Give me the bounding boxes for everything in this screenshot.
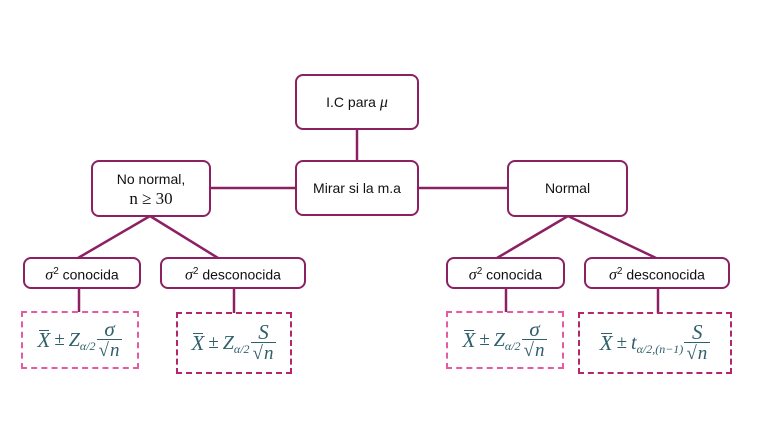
sigma-symbol: σ bbox=[185, 266, 193, 284]
sigma-symbol: σ bbox=[609, 266, 617, 284]
leaf-label: desconocida bbox=[622, 266, 705, 283]
radical: √ bbox=[686, 343, 697, 364]
subscript: α/2,(n−1) bbox=[636, 341, 684, 356]
x-bar: X bbox=[38, 328, 51, 353]
right-label: Normal bbox=[544, 180, 591, 196]
n-symbol: n bbox=[262, 342, 275, 364]
denominator: √n bbox=[684, 342, 711, 364]
mu-symbol: μ bbox=[379, 93, 388, 111]
fraction: S √n bbox=[250, 320, 277, 364]
formula-box-3: X ± Z α/2 σ √n bbox=[446, 311, 564, 369]
fraction: σ √n bbox=[96, 317, 123, 361]
subscript: α/2 bbox=[233, 341, 250, 356]
numerator: σ bbox=[104, 317, 115, 341]
leaf-node-1: σ2 conocida bbox=[23, 257, 141, 289]
statistic: Z bbox=[68, 328, 80, 351]
radical: √ bbox=[523, 340, 534, 361]
denominator: √n bbox=[521, 339, 548, 361]
left-branch-line-b bbox=[149, 214, 219, 260]
plus-minus: ± bbox=[616, 332, 628, 353]
numerator: S bbox=[258, 320, 269, 344]
formula-box-4: X ± t α/2,(n−1) S √n bbox=[578, 312, 732, 374]
radical: √ bbox=[98, 340, 109, 361]
x-symbol: X bbox=[462, 327, 476, 352]
leaf-text-4: σ2 desconocida bbox=[609, 262, 705, 285]
n-symbol: n bbox=[533, 339, 546, 361]
leaf-text-1: σ2 conocida bbox=[45, 262, 118, 285]
x-symbol: X bbox=[191, 330, 205, 355]
sigma-symbol: σ bbox=[45, 266, 54, 284]
exponent: 2 bbox=[192, 265, 199, 277]
plus-minus: ± bbox=[479, 329, 490, 350]
fraction: σ √n bbox=[521, 317, 548, 361]
root-text: I.C para μ bbox=[326, 93, 388, 112]
x-symbol: X bbox=[37, 327, 51, 352]
subscript: α/2 bbox=[79, 338, 96, 353]
numerator: S bbox=[692, 320, 703, 344]
left-branch-line-a bbox=[77, 214, 151, 260]
leaf-label: desconocida bbox=[198, 266, 281, 283]
leaf-node-2: σ2 desconocida bbox=[160, 257, 306, 289]
fraction: S √n bbox=[684, 320, 711, 364]
subscript: α/2 bbox=[504, 338, 521, 353]
formula-box-2: X ± Z α/2 S √n bbox=[176, 312, 292, 374]
exponent: 2 bbox=[53, 265, 59, 277]
n-symbol: n bbox=[108, 339, 121, 361]
radical: √ bbox=[252, 343, 263, 364]
statistic: Z bbox=[493, 328, 505, 351]
statistic: Z bbox=[222, 331, 234, 354]
x-bar: X bbox=[600, 331, 613, 356]
exponent: 2 bbox=[616, 265, 623, 277]
leaf-text-3: σ2 conocida bbox=[469, 262, 542, 285]
right-branch-line-b bbox=[567, 214, 657, 260]
leaf-node-3: σ2 conocida bbox=[446, 257, 565, 289]
exponent: 2 bbox=[476, 265, 483, 277]
right-node: Normal bbox=[507, 160, 628, 217]
leaf-text-2: σ2 desconocida bbox=[185, 262, 281, 285]
leaf-label: conocida bbox=[482, 266, 543, 283]
denominator: √n bbox=[96, 339, 123, 361]
leaf-label: conocida bbox=[58, 266, 119, 283]
x-bar: X bbox=[463, 328, 476, 353]
plus-minus: ± bbox=[54, 329, 65, 350]
plus-minus: ± bbox=[208, 332, 219, 353]
statistic: t bbox=[631, 331, 637, 354]
formula-box-1: X ± Z α/2 σ √n bbox=[21, 311, 139, 369]
left-label-line1: No normal, bbox=[116, 170, 186, 187]
leaf-node-4: σ2 desconocida bbox=[584, 257, 730, 289]
root-node: I.C para μ bbox=[295, 74, 419, 130]
left-node: No normal, n ≥ 30 bbox=[91, 160, 211, 217]
x-symbol: X bbox=[599, 330, 613, 355]
n-symbol: n bbox=[696, 342, 709, 364]
sigma-symbol: σ bbox=[468, 266, 477, 284]
x-bar: X bbox=[192, 331, 205, 356]
center-node: Mirar si la m.a bbox=[295, 160, 419, 216]
denominator: √n bbox=[250, 342, 277, 364]
right-branch-line-a bbox=[496, 214, 569, 260]
left-label-line2: n ≥ 30 bbox=[129, 188, 173, 208]
numerator: σ bbox=[529, 317, 540, 341]
center-label: Mirar si la m.a bbox=[313, 179, 401, 196]
root-label: I.C para bbox=[326, 93, 380, 110]
